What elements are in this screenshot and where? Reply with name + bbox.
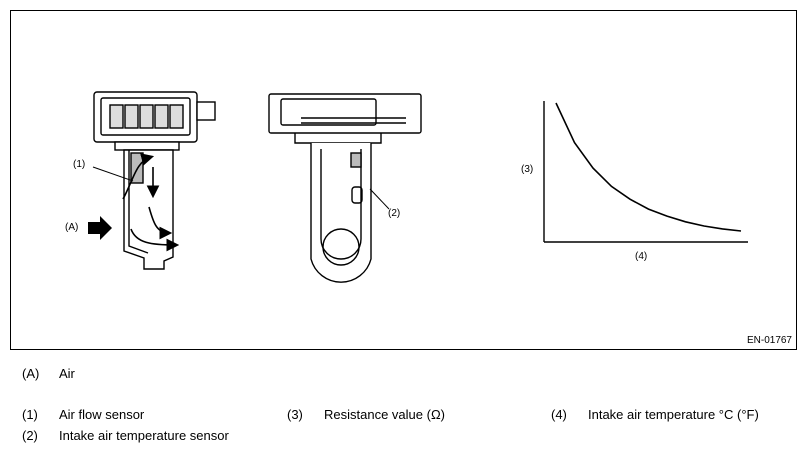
callout-air-flow-sensor: (1) [73, 159, 86, 170]
callout-air: (A) [65, 222, 79, 233]
air-inlet-arrow [88, 216, 112, 240]
legend-key: (1) [22, 407, 38, 422]
air-flow-sensor-side-view [93, 91, 216, 270]
resistance-curve [555, 102, 742, 232]
y-axis-label: (3) [521, 164, 534, 175]
legend-text: Air flow sensor [59, 407, 145, 422]
legend-key: (2) [22, 428, 38, 443]
chart [543, 101, 748, 243]
x-axis-label: (4) [635, 251, 648, 262]
legend-text: Intake air temperature sensor [59, 428, 229, 443]
figure-frame: (1) (A) (2) (3) (4) EN-01767 [10, 10, 797, 350]
legend-text: Air [59, 366, 75, 381]
legend-key: (4) [551, 407, 567, 422]
figure-drawing [88, 91, 748, 283]
air-flow-arrows [122, 153, 180, 252]
figure-code: EN-01767 [746, 335, 792, 346]
legend-text: Intake air temperature °C (°F) [588, 407, 759, 422]
callout-iat-sensor: (2) [388, 208, 401, 219]
air-flow-sensor-front-view [268, 93, 422, 283]
legend-text: Resistance value (Ω) [324, 407, 445, 422]
legend-key: (A) [22, 366, 40, 381]
legend-key: (3) [287, 407, 303, 422]
